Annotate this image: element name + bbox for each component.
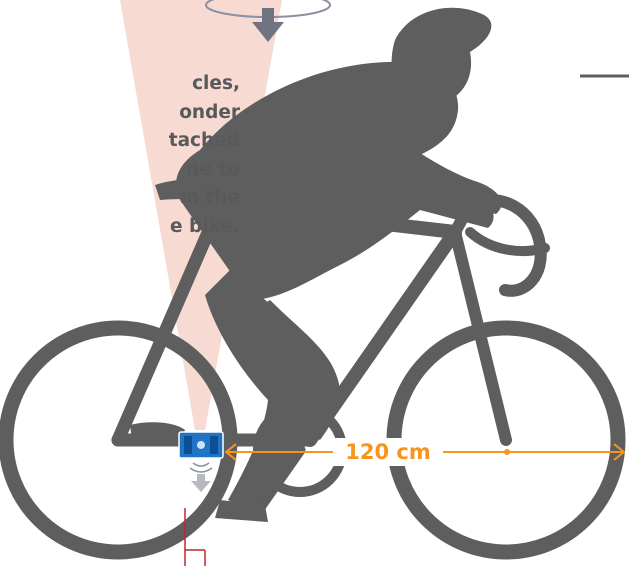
measurement-label: 120 cm bbox=[333, 438, 443, 466]
caption-text: cles, onder tached ne to m the e bike. bbox=[0, 70, 240, 241]
caption-line: m the bbox=[0, 184, 240, 213]
caption-line: ne to bbox=[0, 156, 240, 185]
caption-line: e bike. bbox=[0, 213, 240, 242]
caption-line: cles, bbox=[0, 70, 240, 99]
caption-line: onder bbox=[0, 99, 240, 128]
caption-line: tached bbox=[0, 127, 240, 156]
transponder-icon bbox=[179, 432, 223, 458]
signal-arrow-icon bbox=[190, 463, 212, 492]
